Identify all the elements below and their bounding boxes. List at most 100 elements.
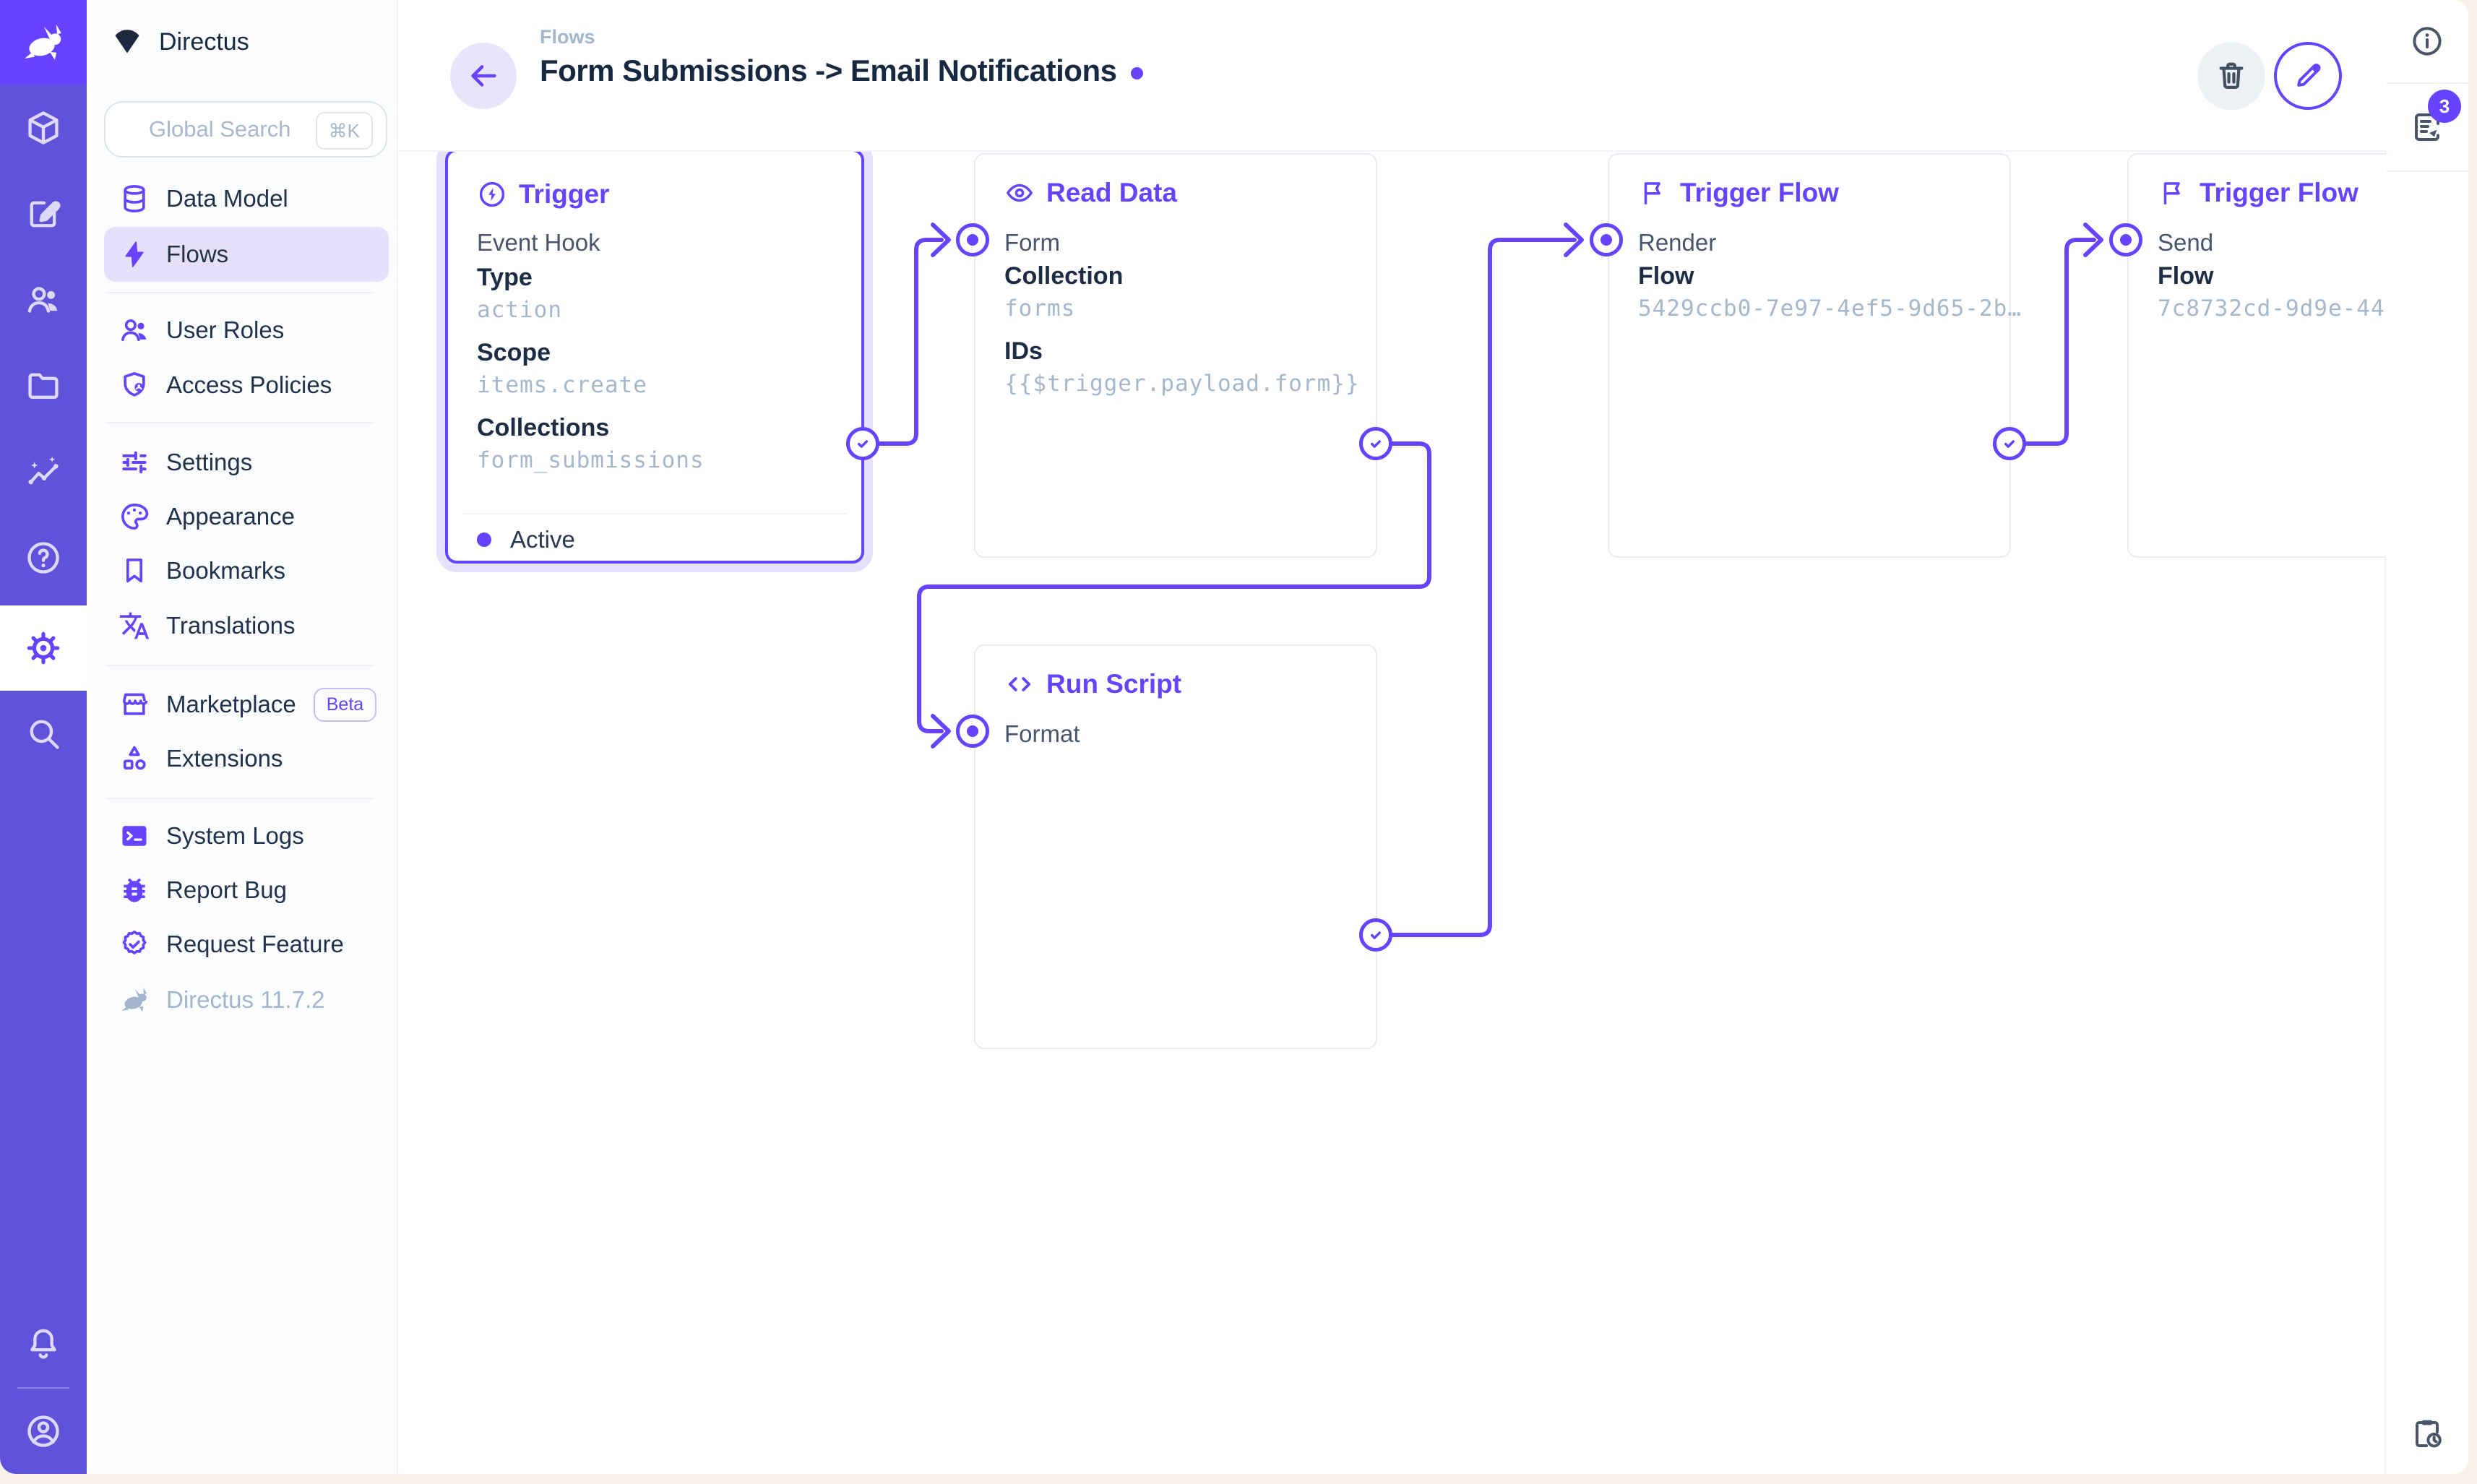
sidebar-item-label: User Roles	[166, 316, 285, 343]
sidebar-item-request-feature[interactable]: Request Feature	[87, 917, 397, 972]
sidebar-item-report-bug[interactable]: Report Bug	[87, 863, 397, 918]
field-value: action	[477, 297, 562, 323]
module-settings[interactable]	[0, 605, 87, 691]
card-input-label: Format	[1004, 720, 1080, 747]
search-input[interactable]	[147, 116, 316, 143]
code-icon	[1008, 677, 1031, 691]
sidebar-item-translations[interactable]: Translations	[87, 598, 397, 653]
access-policies-icon	[124, 372, 145, 397]
field-value: {{$trigger.payload.form}}	[1004, 371, 1360, 397]
module-files[interactable]	[0, 343, 87, 428]
module-editor[interactable]	[0, 171, 87, 256]
check-icon	[2004, 440, 2015, 448]
connector-trigger-flow-render-input[interactable]	[1590, 223, 1623, 256]
module-insights[interactable]	[0, 429, 87, 514]
flow-card-trigger-flow-send[interactable]: Trigger Flow Send Flow 7c8732cd-9d9e-44b…	[2127, 153, 2386, 558]
connector-trigger-output[interactable]	[846, 427, 879, 460]
wire-read-data-to-run-script	[917, 441, 1431, 733]
sidebar-item-label: Request Feature	[166, 931, 344, 957]
card-title: Read Data	[1046, 178, 1177, 207]
sidebar-item-marketplace[interactable]: Marketplace Beta	[87, 677, 397, 732]
field-label: Flow	[2158, 262, 2214, 290]
field-label: Flow	[1638, 262, 1694, 290]
project-switcher[interactable]: Directus	[87, 0, 397, 84]
search-icon	[30, 720, 59, 749]
check-icon	[1371, 931, 1381, 939]
wire-trigger-flow-1-to-trigger-flow-2	[2024, 238, 2096, 446]
bug-icon	[124, 878, 145, 902]
sidebar-item-extensions[interactable]: Extensions	[87, 731, 397, 786]
dot-icon	[967, 725, 978, 737]
breadcrumb[interactable]: Flows	[540, 26, 595, 48]
card-input-label: Send	[2158, 229, 2214, 256]
module-content[interactable]	[0, 85, 87, 171]
module-help[interactable]	[0, 515, 87, 600]
flow-card-trigger-flow-render[interactable]: Trigger Flow Render Flow 5429ccb0-7e97-4…	[1608, 153, 2021, 558]
insights-icon	[28, 456, 59, 485]
sidebar-item-label: Settings	[166, 449, 253, 475]
sidebar-item-data-model[interactable]: Data Model	[87, 171, 397, 226]
edit-flow-button[interactable]	[2274, 42, 2342, 110]
sidebar-item-access-policies[interactable]: Access Policies	[87, 358, 397, 413]
activity-clipboard-button[interactable]	[2386, 1397, 2468, 1470]
field-label: IDs	[1004, 337, 1043, 365]
sidebar-item-label: Flows	[166, 241, 229, 267]
dot-icon	[2120, 234, 2132, 246]
flow-card-run-script[interactable]: Run Script Format	[974, 644, 1377, 1049]
beta-badge: Beta	[313, 687, 377, 722]
sidebar-item-appearance[interactable]: Appearance	[87, 489, 397, 544]
connector-read-data-output[interactable]	[1359, 427, 1392, 460]
connector-trigger-flow-send-input[interactable]	[2109, 223, 2142, 256]
status-dot	[477, 532, 491, 547]
trigger-bolt-circle-icon	[479, 181, 505, 207]
connector-trigger-flow-render-output[interactable]	[1993, 427, 2026, 460]
bolt-icon	[125, 241, 144, 267]
sidebar-item-label: Extensions	[166, 745, 283, 772]
status-row: Active	[477, 526, 575, 553]
card-title: Trigger Flow	[2200, 178, 2358, 207]
module-users[interactable]	[0, 257, 87, 342]
flag-icon	[1644, 182, 1660, 204]
sidebar-item-flows[interactable]: Flows	[87, 227, 397, 282]
delete-flow-button[interactable]	[2197, 42, 2265, 110]
wire-run-script-to-trigger-flow-1	[1390, 238, 1577, 937]
sidebar-item-bookmarks[interactable]: Bookmarks	[87, 543, 397, 598]
card-title: Run Script	[1046, 669, 1182, 699]
connector-run-script-output[interactable]	[1359, 918, 1392, 952]
field-value: 7c8732cd-9d9e-44be	[2158, 295, 2386, 322]
sidebar-item-system-logs[interactable]: System Logs	[87, 808, 397, 863]
project-logo-button[interactable]	[0, 0, 87, 85]
notifications-button[interactable]	[0, 1305, 87, 1384]
field-label: Collection	[1004, 262, 1124, 290]
connector-run-script-input[interactable]	[956, 715, 989, 748]
info-panel-button[interactable]	[2386, 0, 2468, 82]
account-button[interactable]	[0, 1393, 87, 1470]
connector-read-data-input[interactable]	[956, 223, 989, 256]
dot-icon	[1601, 234, 1612, 246]
flow-card-read-data[interactable]: Read Data Form Collection forms IDs {{$t…	[974, 153, 1377, 558]
terminal-icon	[122, 826, 147, 846]
sidebar-item-settings[interactable]: Settings	[87, 435, 397, 490]
check-icon	[1371, 440, 1381, 448]
sidebar-item-user-roles[interactable]: User Roles	[87, 303, 397, 358]
flow-card-trigger[interactable]: Trigger Event Hook Type action Scope ite…	[445, 149, 864, 564]
back-button[interactable]	[450, 43, 517, 109]
database-icon	[124, 185, 145, 212]
sidebar-divider	[105, 798, 374, 799]
version-row: Directus 11.7.2	[87, 972, 397, 1027]
module-global-search[interactable]	[0, 691, 87, 776]
unsaved-changes-dot	[1131, 66, 1144, 79]
card-title: Trigger	[519, 179, 610, 209]
directus-rabbit-icon	[25, 24, 61, 60]
flow-canvas[interactable]: Flows Form Submissions -> Email Notifica…	[398, 0, 2386, 1474]
sidebar-item-label: Access Policies	[166, 371, 332, 398]
global-search-box[interactable]: ⌘K	[104, 101, 387, 158]
field-label: Collections	[477, 414, 610, 441]
sidebar: Directus ⌘K Data Model Flows User Roles	[87, 0, 398, 1474]
translate-icon	[119, 612, 150, 639]
sidebar-item-label: Data Model	[166, 185, 288, 212]
field-value: items.create	[477, 372, 647, 398]
check-icon	[858, 440, 868, 448]
logs-panel-button[interactable]: 3	[2386, 84, 2468, 171]
